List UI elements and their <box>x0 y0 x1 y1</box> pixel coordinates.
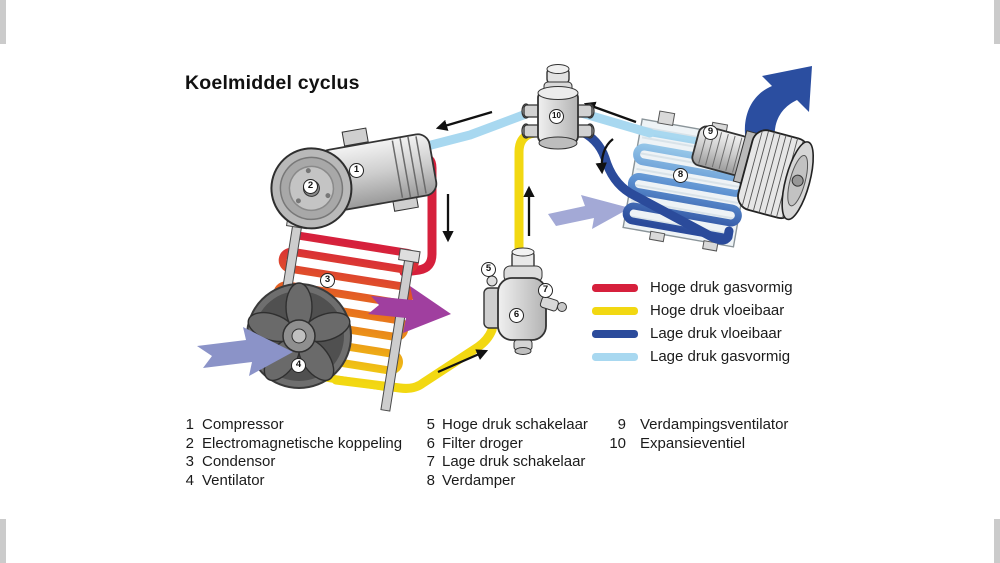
part-number: 4 <box>185 471 194 489</box>
badge-lp-switch: 7 <box>538 283 553 298</box>
legend-label: Hoge druk gasvormig <box>650 279 793 296</box>
air-in-evaporator-arrow <box>548 195 630 229</box>
legend-row-hp-gas: Hoge druk gasvormig <box>592 276 793 299</box>
edge-artifact <box>0 519 6 563</box>
blower-fan <box>691 125 815 221</box>
legend-swatch-hp-liquid <box>592 306 638 315</box>
badge-hp-switch: 5 <box>481 262 496 277</box>
part-label: Condensor <box>202 453 276 471</box>
legend: Hoge druk gasvormig Hoge druk vloeibaar … <box>592 276 793 368</box>
legend-row-hp-liquid: Hoge druk vloeibaar <box>592 299 793 322</box>
part-number: 3 <box>185 453 194 471</box>
air-hot-out-arrow <box>368 286 451 333</box>
list-item: 4 Ventilator <box>184 471 402 490</box>
part-number: 6 <box>426 434 435 452</box>
list-item: 2 Electromagnetische koppeling <box>184 434 402 453</box>
edge-artifact <box>0 0 6 44</box>
legend-swatch-hp-gas <box>592 283 638 292</box>
flow-arrow-suction <box>435 110 493 131</box>
pipe-hp-liquid-to-filter <box>331 313 499 393</box>
part-number: 1 <box>185 415 194 433</box>
page-title: Koelmiddel cyclus <box>185 72 360 94</box>
list-item: 8 Verdamper <box>425 471 588 490</box>
valve-body-bottom <box>538 136 578 150</box>
expansion-valve <box>521 64 595 150</box>
compressor <box>270 127 438 230</box>
air-in-fan-arrow <box>197 327 293 376</box>
part-label: Verdampingsventilator <box>640 415 789 433</box>
legend-swatch-lp-gas <box>592 352 638 361</box>
parts-list-column-2: 5 Hoge druk schakelaar 6 Filter droger 7… <box>425 415 588 490</box>
part-label: Expansieventiel <box>640 434 746 452</box>
part-label: Filter droger <box>442 434 523 452</box>
flow-arrow-return <box>583 101 637 124</box>
list-item: 6 Filter droger <box>425 434 588 453</box>
valve-body-top <box>537 86 579 100</box>
badge-evaporator: 8 <box>673 168 688 183</box>
fan-hub-cap <box>291 328 307 344</box>
lp-switch-nub <box>557 302 567 312</box>
legend-row-lp-gas: Lage druk gasvormig <box>592 345 793 368</box>
list-item: 9 Verdampingsventilator <box>600 415 789 434</box>
filter-bottom-cap <box>514 347 532 355</box>
part-label: Hoge druk schakelaar <box>442 415 588 433</box>
part-label: Lage druk schakelaar <box>442 453 586 471</box>
edge-artifact <box>994 519 1000 563</box>
part-number: 8 <box>426 471 435 489</box>
pipe-lp-liquid <box>573 125 734 245</box>
legend-label: Hoge druk vloeibaar <box>650 302 785 319</box>
legend-label: Lage druk gasvormig <box>650 348 791 365</box>
list-item: 1 Compressor <box>184 415 402 434</box>
badge-fan: 4 <box>291 358 306 373</box>
list-item: 5 Hoge druk schakelaar <box>425 415 588 434</box>
badge-condenser: 3 <box>320 273 335 288</box>
list-item: 10 Expansieventiel <box>600 434 788 453</box>
flow-arrow-liquid-diag <box>437 349 489 374</box>
filter-neck-top <box>511 247 535 257</box>
compressor-ribs <box>391 136 427 198</box>
flow-arrow-expansion <box>595 138 614 175</box>
badge-compressor: 1 <box>349 163 364 178</box>
evaporator-bracket <box>657 110 676 127</box>
part-number: 5 <box>426 415 435 433</box>
part-label: Ventilator <box>202 471 265 489</box>
badge-clutch: 2 <box>303 179 318 194</box>
filter-drier <box>483 247 567 355</box>
blower-hub <box>791 174 804 187</box>
parts-list-column-3: 9 Verdampingsventilator 10 Expansieventi… <box>600 415 788 452</box>
part-label: Compressor <box>202 415 284 433</box>
badge-filter-drier: 6 <box>509 308 524 323</box>
compressor-bracket <box>341 127 369 147</box>
hp-switch-port <box>486 275 498 287</box>
badge-expansion-valve: 10 <box>549 109 564 124</box>
valve-ports <box>521 103 595 139</box>
evaporator-foot <box>702 240 719 252</box>
parts-list-column-1: 1 Compressor 2 Electromagnetische koppel… <box>184 415 402 490</box>
part-number: 7 <box>426 453 435 471</box>
flow-arrows <box>435 101 637 374</box>
edge-artifact <box>994 0 1000 44</box>
condenser-bracket <box>398 248 421 264</box>
part-label: Electromagnetische koppeling <box>202 434 403 452</box>
legend-swatch-lp-liquid <box>592 329 638 338</box>
part-number: 10 <box>609 434 626 452</box>
valve-cap-top <box>546 64 570 74</box>
legend-label: Lage druk vloeibaar <box>650 325 782 342</box>
part-number: 2 <box>185 434 194 452</box>
list-item: 7 Lage druk schakelaar <box>425 452 588 471</box>
part-number: 9 <box>617 415 626 433</box>
part-label: Verdamper <box>442 471 516 489</box>
legend-row-lp-liquid: Lage druk vloeibaar <box>592 322 793 345</box>
list-item: 3 Condensor <box>184 452 402 471</box>
evaporator-foot <box>648 230 666 243</box>
badge-blower: 9 <box>703 125 718 140</box>
